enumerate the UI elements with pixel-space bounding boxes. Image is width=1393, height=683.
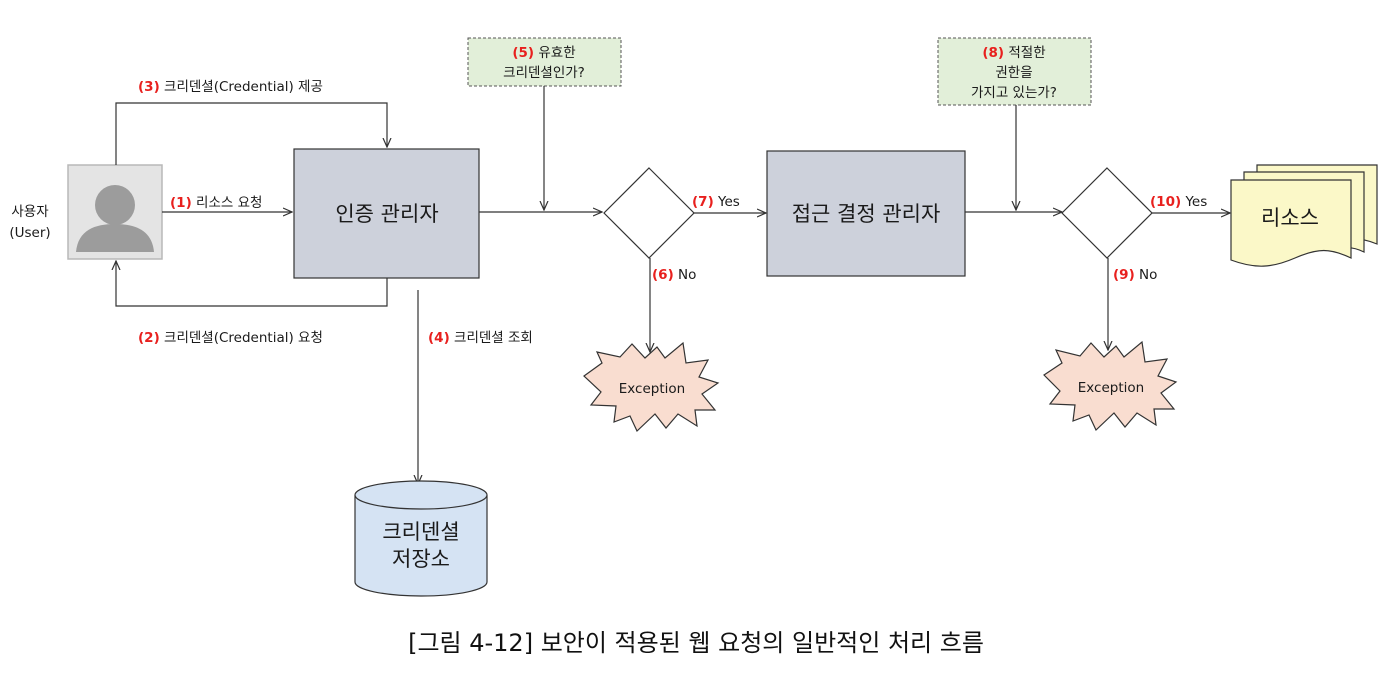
note-valid-credential: (5) 유효한 크리덴셜인가? bbox=[467, 37, 622, 87]
step-4-label: (4) 크리덴셜 조회 bbox=[428, 330, 533, 346]
figure-caption: [그림 4-12] 보안이 적용된 웹 요청의 일반적인 처리 흐름 bbox=[408, 629, 984, 657]
step-6-label: (6) No bbox=[652, 267, 696, 283]
svg-text:가지고 있는가?: 가지고 있는가? bbox=[971, 85, 1057, 101]
user-node: 사용자 (User) bbox=[9, 164, 163, 260]
svg-text:(8) 적절한: (8) 적절한 bbox=[982, 45, 1045, 61]
user-label: 사용자 bbox=[11, 204, 49, 220]
user-label-sub: (User) bbox=[9, 225, 50, 241]
credential-store-cylinder: 크리덴셜 저장소 bbox=[354, 480, 488, 597]
resource-label: 리소스 bbox=[1261, 206, 1319, 230]
svg-text:권한을: 권한을 bbox=[995, 65, 1032, 81]
decision-valid-credential bbox=[603, 167, 695, 259]
exception-burst-2: Exception bbox=[1043, 340, 1178, 432]
access-decision-manager-box: 접근 결정 관리자 bbox=[766, 150, 966, 277]
access-decision-manager-label: 접근 결정 관리자 bbox=[792, 202, 941, 226]
step-1-label: (1) 리소스 요청 bbox=[170, 195, 262, 211]
note-proper-authority: (8) 적절한 권한을 가지고 있는가? bbox=[937, 37, 1092, 106]
auth-manager-label: 인증 관리자 bbox=[335, 202, 438, 226]
step-3-label: (3) 크리덴셜(Credential) 제공 bbox=[138, 79, 323, 95]
resource-documents: 리소스 bbox=[1230, 164, 1378, 267]
decision-proper-authority bbox=[1061, 167, 1153, 259]
user-avatar-icon bbox=[76, 185, 154, 252]
svg-text:(5) 유효한: (5) 유효한 bbox=[512, 45, 575, 61]
step-9-label: (9) No bbox=[1113, 267, 1157, 283]
arrow-credential-request bbox=[116, 261, 388, 307]
credential-store-label-sub: 저장소 bbox=[392, 547, 450, 571]
step-7-label: (7) Yes bbox=[692, 194, 740, 210]
step-10-label: (10) Yes bbox=[1150, 194, 1207, 210]
credential-store-label: 크리덴셜 bbox=[382, 520, 459, 544]
step-2-label: (2) 크리덴셜(Credential) 요청 bbox=[138, 330, 323, 346]
exception-label-2: Exception bbox=[1078, 380, 1144, 396]
svg-text:크리덴셜인가?: 크리덴셜인가? bbox=[503, 65, 585, 81]
auth-manager-box: 인증 관리자 bbox=[293, 148, 480, 279]
exception-burst-1: Exception bbox=[583, 341, 720, 433]
exception-label-1: Exception bbox=[619, 381, 685, 397]
arrow-credential-provide bbox=[115, 102, 387, 165]
